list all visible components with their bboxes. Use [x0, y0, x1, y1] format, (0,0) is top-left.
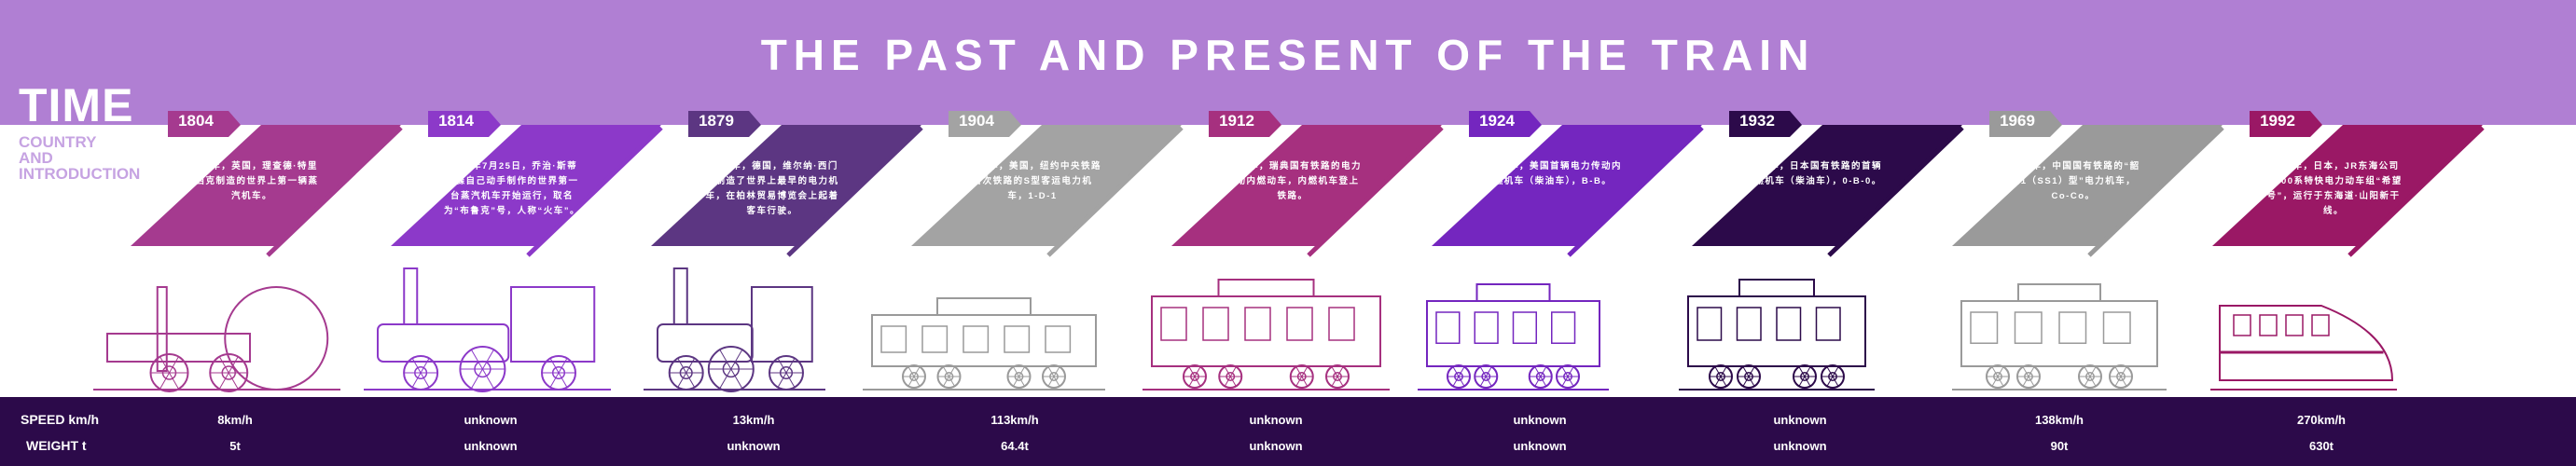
speed-value-1804: 8km/h [217, 413, 253, 427]
timeline-description: 1932年，日本国有铁路的首辆内燃机车（柴油车），0-B-0。 [1743, 161, 1883, 186]
legend-time-label: TIME [19, 79, 134, 131]
timeline-card-1814: 1814 1814年7月25日，乔治·斯蒂芬森自己动手制作的世界第一台蒸汽机车开… [391, 111, 663, 257]
timeline-year: 1992 [2260, 112, 2295, 130]
weight-label: WEIGHT t [26, 438, 87, 453]
weight-value-1904: 64.4t [1001, 439, 1029, 453]
timeline-description: 1924年，美国首辆电力传动内燃机车（柴油车），B-B。 [1483, 161, 1623, 186]
train-1904 [863, 297, 1105, 391]
card-shape [2212, 111, 2485, 257]
train-1912 [1143, 279, 1390, 391]
page-title: THE PAST AND PRESENT OF THE TRAIN [760, 31, 1816, 79]
card-shape [391, 111, 663, 257]
card-shape [1952, 111, 2224, 257]
timeline-description: 1879年，德国，维尔纳·西门子制造了世界上最早的电力机车，在柏林贸易博览会上起… [705, 161, 839, 216]
train-1879 [644, 267, 825, 392]
train-1814 [364, 267, 611, 392]
timeline-description: 1969年，日本，JR东海公司的300系特快电力动车组“希望号”，运行于东海道·… [2264, 161, 2403, 216]
train-1969 [1952, 283, 2167, 391]
card-shape [1432, 111, 1704, 257]
timeline-year: 1804 [178, 112, 214, 130]
train-1804 [93, 286, 340, 392]
speed-value-1924: unknown [1513, 413, 1567, 427]
timeline-year: 1912 [1219, 112, 1254, 130]
card-shape [1171, 111, 1444, 257]
timeline-card-1912: 1912 1912年，瑞典国有铁路的电力传动内燃动车，内燃机车登上铁路。 [1171, 111, 1444, 257]
weight-value-1814: unknown [464, 439, 518, 453]
timeline-card-1879: 1879 1879年，德国，维尔纳·西门子制造了世界上最早的电力机车，在柏林贸易… [651, 111, 923, 257]
weight-value-1969: 90t [2050, 439, 2069, 453]
timeline-description: 1804年，英国，理查德·特里维西克制造的世界上第一辆蒸汽机车。 [185, 161, 319, 201]
card-shape [1692, 111, 1964, 257]
weight-value-1932: unknown [1773, 439, 1827, 453]
legend-subtitle: COUNTRY AND INTRODUCTION [19, 133, 141, 183]
weight-value-1804: 5t [229, 439, 241, 453]
speed-value-1904: 113km/h [990, 413, 1039, 427]
timeline-year: 1924 [1479, 112, 1515, 130]
timeline-year: 1932 [1739, 112, 1775, 130]
speed-value-1912: unknown [1249, 413, 1303, 427]
train-1992 [2210, 305, 2397, 391]
train-1932 [1679, 279, 1875, 391]
train-1924 [1418, 283, 1609, 391]
card-shape [131, 111, 403, 257]
timeline-description: 1814年7月25日，乔治·斯蒂芬森自己动手制作的世界第一台蒸汽机车开始运行，取… [443, 161, 580, 216]
speed-value-1814: unknown [464, 413, 518, 427]
weight-value-1879: unknown [727, 439, 781, 453]
header-banner: THE PAST AND PRESENT OF THE TRAIN [0, 0, 2576, 125]
timeline-year: 1879 [699, 112, 734, 130]
weight-value-1924: unknown [1513, 439, 1567, 453]
timeline-year: 1969 [2000, 112, 2035, 130]
metrics-bar: SPEED km/h WEIGHT t 8km/h 5t unknown unknow… [0, 397, 2576, 466]
weight-value-1992: 630t [2308, 439, 2334, 453]
timeline-card-1904: 1904 1904年，美国，纽约中央铁路首次铁路的S型客运电力机车，1-D-1 [911, 111, 1184, 257]
timeline-description: 1912年，瑞典国有铁路的电力传动内燃动车，内燃机车登上铁路。 [1223, 161, 1363, 201]
timeline-year: 1904 [959, 112, 994, 130]
timeline-card-1932: 1932 1932年，日本国有铁路的首辆内燃机车（柴油车），0-B-0。 [1692, 111, 1964, 257]
weight-value-1912: unknown [1249, 439, 1303, 453]
timeline-description: 1969年，中国国有铁路的“韶山1（SS1）型”电力机车，Co-Co。 [2006, 161, 2140, 201]
card-shape [651, 111, 923, 257]
timeline-card-1969: 1969 1969年，中国国有铁路的“韶山1（SS1）型”电力机车，Co-Co。 [1952, 111, 2224, 257]
timeline-card-1992: 1992 1969年，日本，JR东海公司的300系特快电力动车组“希望号”，运行… [2212, 111, 2485, 257]
timeline-card-1804: 1804 1804年，英国，理查德·特里维西克制造的世界上第一辆蒸汽机车。 [131, 111, 403, 257]
timeline-year: 1814 [438, 112, 474, 130]
speed-value-1969: 138km/h [2034, 413, 2084, 427]
timeline-description: 1904年，美国，纽约中央铁路首次铁路的S型客运电力机车，1-D-1 [963, 161, 1102, 201]
trains-illustration [93, 267, 2397, 392]
speed-label: SPEED km/h [21, 412, 100, 427]
card-shape [911, 111, 1184, 257]
speed-value-1992: 270km/h [2296, 413, 2347, 427]
speed-value-1879: 13km/h [732, 413, 775, 427]
timeline-card-1924: 1924 1924年，美国首辆电力传动内燃机车（柴油车），B-B。 [1432, 111, 1704, 257]
speed-value-1932: unknown [1773, 413, 1827, 427]
